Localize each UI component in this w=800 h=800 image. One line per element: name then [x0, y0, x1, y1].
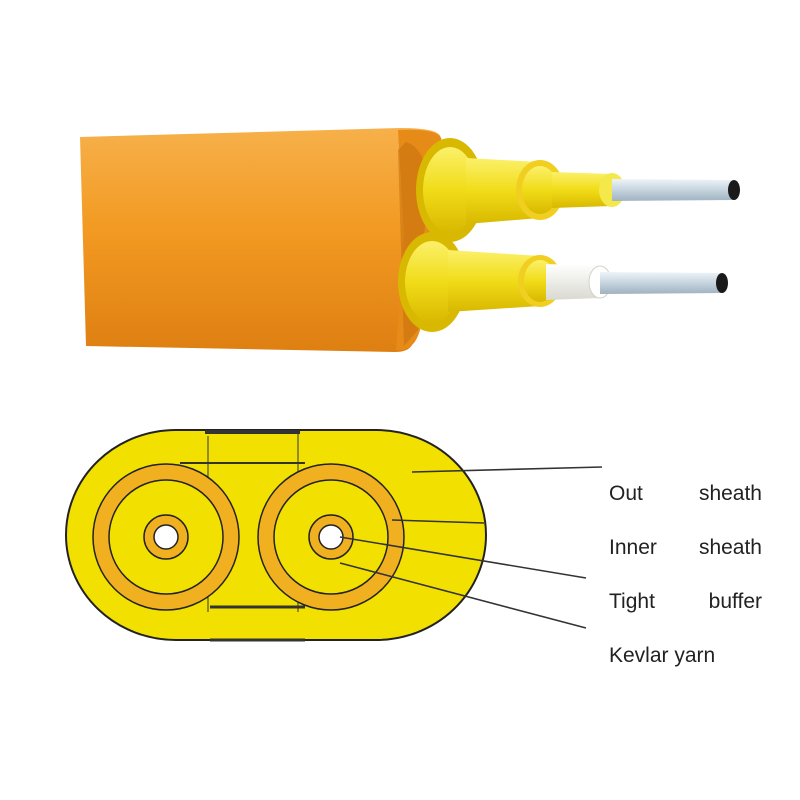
- cable-3d-illustration: [80, 128, 740, 352]
- callout-labels: Out sheath Inner sheath Tight buffer Kev…: [609, 482, 762, 667]
- cable-cross-section: [65, 429, 603, 642]
- label-tight-buffer-second: buffer: [709, 590, 762, 613]
- leader-line-out-sheath: [411, 466, 603, 473]
- right-fiber-core: [318, 524, 344, 550]
- lower-fiber: [398, 232, 728, 332]
- leader-line-inner-sheath: [391, 519, 485, 524]
- label-out-sheath-first: Out: [609, 482, 643, 505]
- lower-glass-fiber: [600, 272, 722, 294]
- label-kevlar-yarn: Kevlar yarn: [609, 644, 715, 667]
- leader-line-kevlar-yarn: [339, 562, 587, 629]
- label-out-sheath-second: sheath: [699, 482, 762, 505]
- outer-jacket: [80, 128, 441, 352]
- label-tight-buffer-first: Tight: [609, 590, 655, 613]
- upper-glass-fiber: [612, 179, 734, 201]
- leader-line-tight-buffer: [339, 536, 587, 579]
- lower-white-buffer: [546, 264, 600, 300]
- label-inner-sheath-second: sheath: [699, 536, 762, 559]
- leader-lines: [339, 466, 603, 629]
- right-fiber-unit: [257, 463, 405, 611]
- upper-fiber: [416, 138, 740, 242]
- left-fiber-unit: [92, 463, 240, 611]
- left-fiber-core: [153, 524, 179, 550]
- label-inner-sheath-first: Inner: [609, 536, 657, 559]
